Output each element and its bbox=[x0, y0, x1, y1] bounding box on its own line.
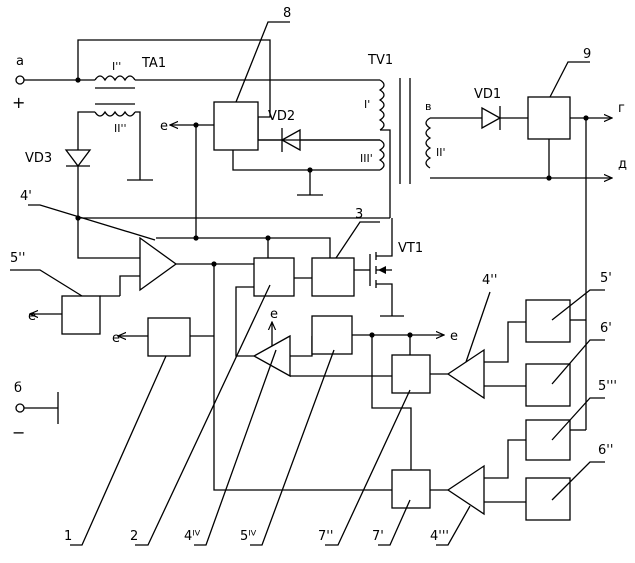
block-7pp: 7'' bbox=[318, 355, 430, 545]
diode-vd2: VD2 bbox=[268, 109, 300, 152]
svg-text:e: e bbox=[270, 307, 278, 322]
svg-text:4ᴵⱽ: 4ᴵⱽ bbox=[184, 529, 201, 544]
diode-vd3: VD3 bbox=[25, 150, 90, 166]
block-8: 8 bbox=[214, 6, 291, 150]
svg-text:III': III' bbox=[360, 152, 373, 165]
svg-text:5ᴵⱽ: 5ᴵⱽ bbox=[240, 529, 257, 544]
transformer-tv1: TV1 I' III' II' в bbox=[360, 53, 446, 218]
svg-text:6': 6' bbox=[600, 321, 612, 336]
svg-text:7': 7' bbox=[372, 529, 384, 544]
block-2: 2 bbox=[130, 258, 294, 545]
block-5iv: 5ᴵⱽ bbox=[240, 316, 352, 545]
svg-text:e: e bbox=[160, 119, 168, 134]
svg-text:e: e bbox=[28, 309, 36, 324]
svg-text:б: б bbox=[14, 381, 22, 396]
svg-text:VT1: VT1 bbox=[398, 241, 423, 256]
input-terminal-b: б − bbox=[12, 381, 58, 442]
svg-text:д: д bbox=[618, 157, 627, 172]
svg-text:5''': 5''' bbox=[598, 379, 617, 394]
svg-text:5': 5' bbox=[600, 271, 612, 286]
svg-text:1: 1 bbox=[64, 529, 72, 544]
svg-text:VD3: VD3 bbox=[25, 151, 52, 166]
svg-text:5'': 5'' bbox=[10, 251, 25, 266]
svg-text:8: 8 bbox=[283, 6, 291, 21]
svg-text:−: − bbox=[12, 423, 25, 442]
svg-text:2: 2 bbox=[130, 529, 138, 544]
input-terminal-a: a + bbox=[12, 54, 25, 112]
svg-text:VD2: VD2 bbox=[268, 109, 295, 124]
diode-vd1: VD1 bbox=[474, 87, 501, 130]
block-5pp: 5'' bbox=[10, 251, 100, 334]
svg-text:4': 4' bbox=[20, 189, 32, 204]
svg-text:e: e bbox=[450, 329, 458, 344]
svg-text:e: e bbox=[112, 331, 120, 346]
svg-text:+: + bbox=[12, 93, 25, 112]
amplifier-4p: 4' bbox=[20, 189, 176, 290]
svg-text:7'': 7'' bbox=[318, 529, 333, 544]
svg-text:a: a bbox=[16, 54, 24, 69]
svg-text:г: г bbox=[618, 101, 625, 116]
block-5p: 5' bbox=[526, 271, 612, 342]
block-9: 9 bbox=[528, 47, 591, 139]
svg-text:TA1: TA1 bbox=[141, 56, 166, 71]
transistor-vt1: VT1 bbox=[370, 218, 423, 316]
svg-text:TV1: TV1 bbox=[367, 53, 393, 68]
svg-text:II': II' bbox=[436, 146, 446, 159]
svg-text:II'': II'' bbox=[114, 122, 127, 135]
svg-text:9: 9 bbox=[583, 47, 591, 62]
svg-text:VD1: VD1 bbox=[474, 87, 501, 102]
svg-text:4'': 4'' bbox=[482, 273, 497, 288]
svg-text:4''': 4''' bbox=[430, 529, 449, 544]
svg-text:3: 3 bbox=[355, 207, 363, 222]
block-7p: 7' bbox=[372, 470, 430, 545]
block-1: 1 bbox=[64, 318, 190, 545]
svg-text:в: в bbox=[425, 100, 431, 113]
svg-text:I'': I'' bbox=[112, 60, 121, 73]
svg-text:I': I' bbox=[364, 98, 370, 111]
amplifier-4ppp: 4''' bbox=[430, 466, 484, 545]
svg-text:6'': 6'' bbox=[598, 443, 613, 458]
